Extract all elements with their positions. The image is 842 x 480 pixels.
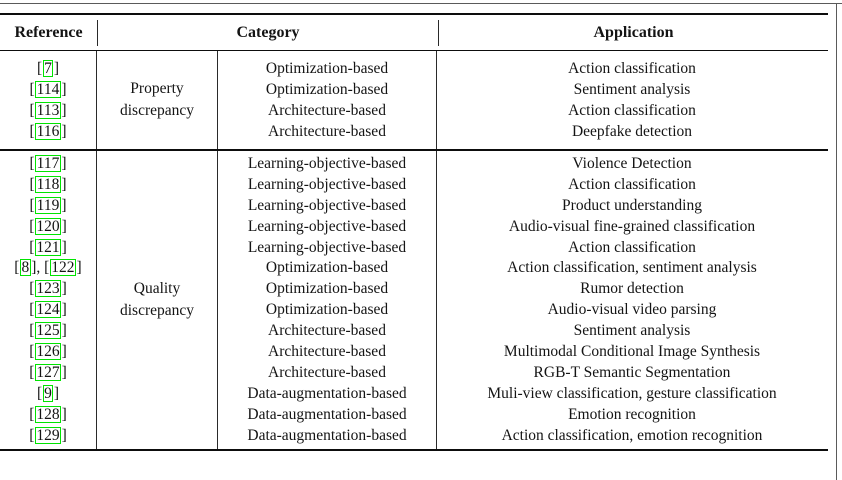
category-cell: Optimization-based (265, 301, 389, 319)
reference-link[interactable]: 126 (34, 343, 62, 361)
application-cell: Audio-visual video parsing (547, 301, 717, 319)
category-cell: Architecture-based (268, 363, 386, 381)
reference-link[interactable]: 119 (35, 196, 61, 214)
application-cell: Violence Detection (572, 155, 692, 172)
category-group: [7] [114] [113] [116] Property discrepancy Opt… (0, 51, 828, 149)
category-cell: Optimization-based (265, 280, 389, 298)
application-cell: RGB-T Semantic Segmentation (533, 363, 731, 381)
reference-link[interactable]: 8 (19, 259, 31, 277)
header-category: Category (236, 23, 300, 41)
application-cell: Muli-view classification, gesture classi… (487, 384, 777, 402)
reference-cell: [125] (29, 322, 67, 340)
reference-link[interactable]: 121 (34, 238, 62, 256)
category-cell: Learning-objective-based (247, 238, 407, 256)
reference-link[interactable]: 128 (34, 405, 62, 423)
application-cell: Emotion recognition (568, 405, 696, 423)
category-cell: Architecture-based (268, 322, 386, 340)
reference-link[interactable]: 9 (42, 384, 54, 402)
header-reference: Reference (14, 23, 83, 41)
category-cell: Optimization-based (265, 60, 389, 77)
reference-cell: [127] (29, 363, 67, 381)
category-cell: Optimization-based (265, 81, 389, 98)
category-cell: Optimization-based (265, 259, 389, 277)
category-group: [117] [118] [119] [120] [121] [8], [122] [123]… (0, 149, 828, 452)
reference-cell: [117] (29, 155, 67, 172)
reference-cell: [116] (29, 123, 67, 140)
application-cell: Multimodal Conditional Image Synthesis (503, 343, 761, 361)
reference-cell: [123] (29, 280, 67, 298)
reference-column: [117] [118] [119] [120] [121] [8], [122] [123]… (0, 151, 97, 450)
reference-cell: [120] (29, 217, 67, 235)
category-cell: Data-augmentation-based (247, 426, 407, 444)
application-cell: Action classification (568, 238, 696, 256)
table-header-row: Reference Category Application (0, 13, 828, 51)
category-cell: Learning-objective-based (247, 217, 407, 235)
reference-cell: [113] (29, 102, 67, 119)
category-cell: Learning-objective-based (247, 196, 407, 214)
group-label-cell: Quality discrepancy (97, 151, 218, 450)
header-divider (97, 19, 98, 46)
reference-cell: [124] (29, 301, 67, 319)
application-cell: Action classification (568, 175, 696, 193)
application-cell: Action classification (568, 60, 696, 77)
reference-cell: [9] (36, 384, 60, 402)
application-cell: Action classification, sentiment analysi… (507, 259, 757, 277)
application-cell: Product understanding (562, 196, 702, 214)
application-cell: Rumor detection (580, 280, 684, 298)
reference-link[interactable]: 117 (35, 155, 61, 172)
category-cell: Architecture-based (268, 123, 386, 140)
category-cell: Learning-objective-based (247, 155, 407, 172)
category-cell: Architecture-based (268, 343, 386, 361)
header-application: Application (593, 23, 674, 41)
reference-cell: [8], [122] (14, 259, 82, 277)
category-cell: Data-augmentation-based (247, 384, 407, 402)
group-label-line: discrepancy (119, 302, 195, 320)
application-cell: Action classification (568, 102, 696, 119)
reference-category-application-table: Reference Category Application [7][114][… (0, 13, 828, 452)
reference-link[interactable]: 118 (35, 175, 61, 193)
reference-link[interactable]: 123 (34, 280, 62, 298)
category-cell: Architecture-based (268, 102, 386, 119)
group-label-line: discrepancy (119, 102, 195, 119)
application-cell: Sentiment analysis (573, 81, 691, 98)
reference-link[interactable]: 120 (34, 217, 62, 235)
application-cell: Audio-visual fine-grained classification (508, 217, 756, 235)
reference-cell: [118] (29, 175, 67, 193)
reference-link[interactable]: 113 (35, 102, 61, 119)
reference-column: [7] [114] [113] [116] (0, 51, 97, 149)
reference-cell: [7] (36, 60, 60, 77)
reference-cell: [119] (29, 196, 67, 214)
group-label-cell: Property discrepancy (97, 51, 218, 149)
reference-link[interactable]: 125 (34, 322, 62, 340)
reference-link[interactable]: 122 (49, 259, 77, 277)
reference-link[interactable]: 114 (35, 81, 61, 98)
figure-frame-top-line (0, 3, 842, 4)
reference-cell: [121] (29, 238, 67, 256)
application-cell: Action classification, emotion recogniti… (501, 426, 763, 444)
category-cell: Data-augmentation-based (247, 405, 407, 423)
reference-cell: [114] (29, 81, 67, 98)
header-divider (438, 19, 439, 46)
category-cell: Learning-objective-based (247, 175, 407, 193)
reference-cell: [128] (29, 405, 67, 423)
application-cell: Sentiment analysis (573, 322, 691, 340)
figure-frame-right-line (836, 3, 837, 480)
group-label-line: Quality (133, 280, 181, 298)
application-cell: Deepfake detection (571, 123, 693, 140)
reference-cell: [129] (29, 426, 67, 444)
reference-link[interactable]: 116 (35, 123, 61, 140)
reference-cell: [126] (29, 343, 67, 361)
group-label-line: Property (130, 80, 184, 97)
reference-link[interactable]: 124 (34, 301, 62, 319)
reference-link[interactable]: 129 (34, 426, 62, 444)
reference-link[interactable]: 7 (42, 60, 54, 77)
reference-link[interactable]: 127 (34, 363, 62, 381)
